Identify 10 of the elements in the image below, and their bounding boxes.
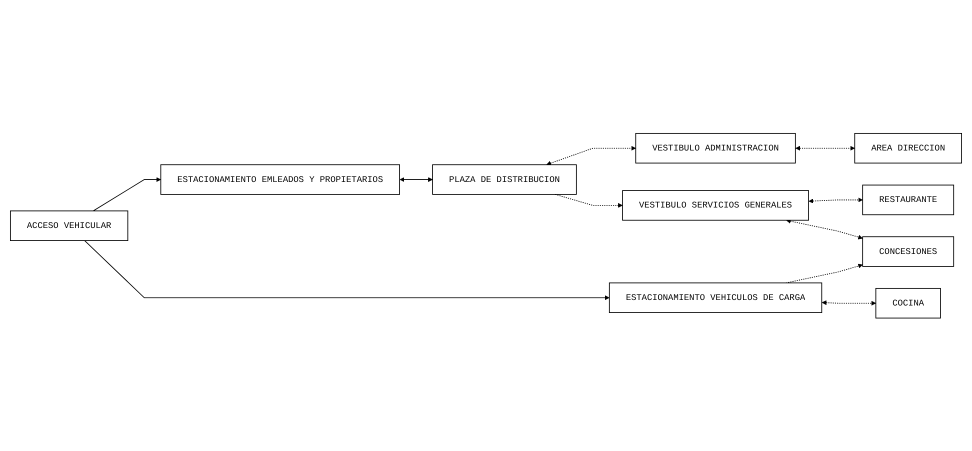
process-box: AREA DIRECCION <box>854 132 962 164</box>
process-box: COCINA <box>875 288 941 318</box>
process-box: CONCESIONES <box>862 236 954 267</box>
process-box: VESTIBULO SERVICIOS GENERALES <box>622 190 809 220</box>
process-box: PLAZA DE DISTRIBUCION <box>432 164 577 195</box>
process-box: VESTIBULO ADMINISTRACION <box>635 132 796 164</box>
process-box: ESTACIONAMIENTO EMLEADOS Y PROPIETARIOS <box>160 164 400 195</box>
process-box: ACCESO VEHICULAR <box>10 210 128 241</box>
process-box: ESTACIONAMIENTO VEHICULOS DE CARGA <box>608 282 822 313</box>
process-box: RESTAURANTE <box>862 184 954 215</box>
